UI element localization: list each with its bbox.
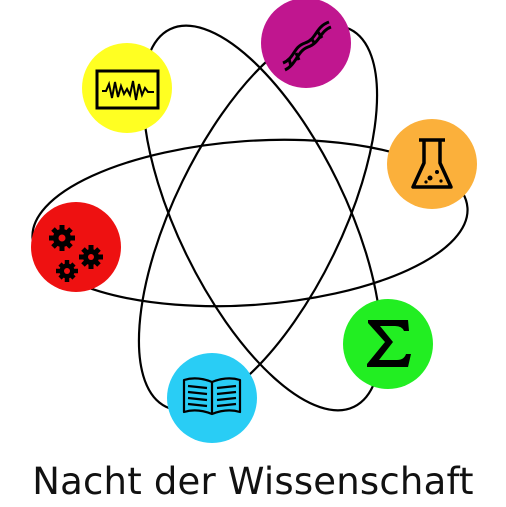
flask-icon <box>411 138 453 189</box>
flask-node-circle <box>387 119 477 209</box>
oscilloscope-node <box>82 43 172 133</box>
book-icon <box>182 377 242 416</box>
flask-node <box>387 119 477 209</box>
sigma-icon <box>367 320 411 367</box>
orbit-left-tilt <box>137 24 379 412</box>
book-node <box>167 353 257 443</box>
gears-node <box>31 202 121 292</box>
gears-icon <box>49 225 103 282</box>
event-title: Nacht der Wissenschaft <box>32 460 474 503</box>
dna-node <box>261 0 351 88</box>
orbit-right-tilt <box>141 24 383 412</box>
orbits <box>31 24 469 412</box>
dna-icon <box>282 20 332 72</box>
oscilloscope-icon <box>95 69 160 110</box>
gears-node-circle <box>31 202 121 292</box>
sigma-node <box>343 299 433 389</box>
